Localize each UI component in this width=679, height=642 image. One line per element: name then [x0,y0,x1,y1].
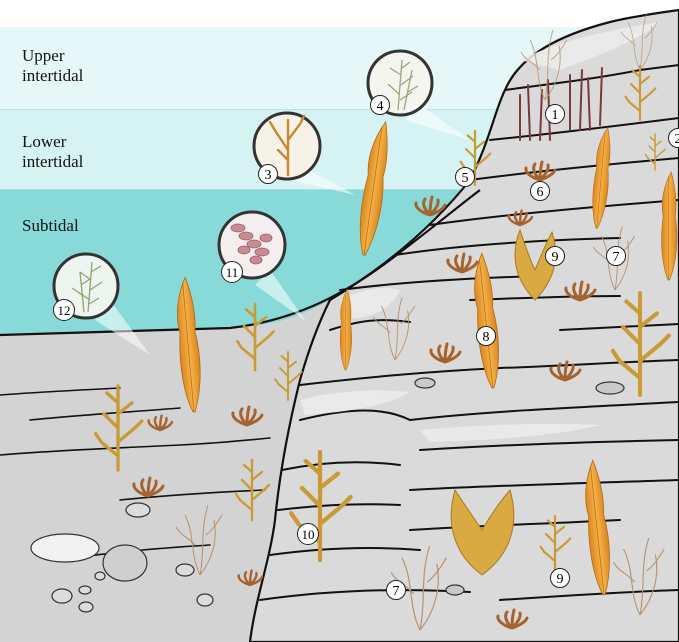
svg-text:7: 7 [393,584,400,599]
zone-label-upper-intertidal: Upper intertidal [22,46,83,86]
marker-4: 4 [371,96,390,115]
svg-text:8: 8 [483,330,490,345]
marker-8: 8 [477,327,496,346]
svg-text:7: 7 [613,250,620,265]
svg-text:12: 12 [58,303,71,318]
marker-1: 1 [546,105,565,124]
marker-10: 10 [298,524,319,545]
marker-7: 7 [387,581,406,600]
marker-12: 12 [54,300,75,321]
svg-text:11: 11 [226,265,239,280]
svg-text:9: 9 [552,250,559,265]
svg-text:10: 10 [302,527,315,542]
svg-text:4: 4 [377,99,384,114]
zone-label-lower-intertidal: Lower intertidal [22,132,83,172]
marker-11: 11 [222,262,243,283]
svg-text:2: 2 [675,132,679,147]
marker-7: 7 [607,247,626,266]
svg-text:1: 1 [552,108,559,123]
marker-5: 5 [456,168,475,187]
svg-text:9: 9 [557,572,564,587]
marker-9: 9 [546,247,565,266]
svg-text:5: 5 [462,171,469,186]
marker-6: 6 [531,182,550,201]
svg-text:3: 3 [265,168,272,183]
marker-9: 9 [551,569,570,588]
svg-text:6: 6 [537,185,544,200]
zone-label-subtidal: Subtidal [22,216,79,236]
marker-3: 3 [259,165,278,184]
